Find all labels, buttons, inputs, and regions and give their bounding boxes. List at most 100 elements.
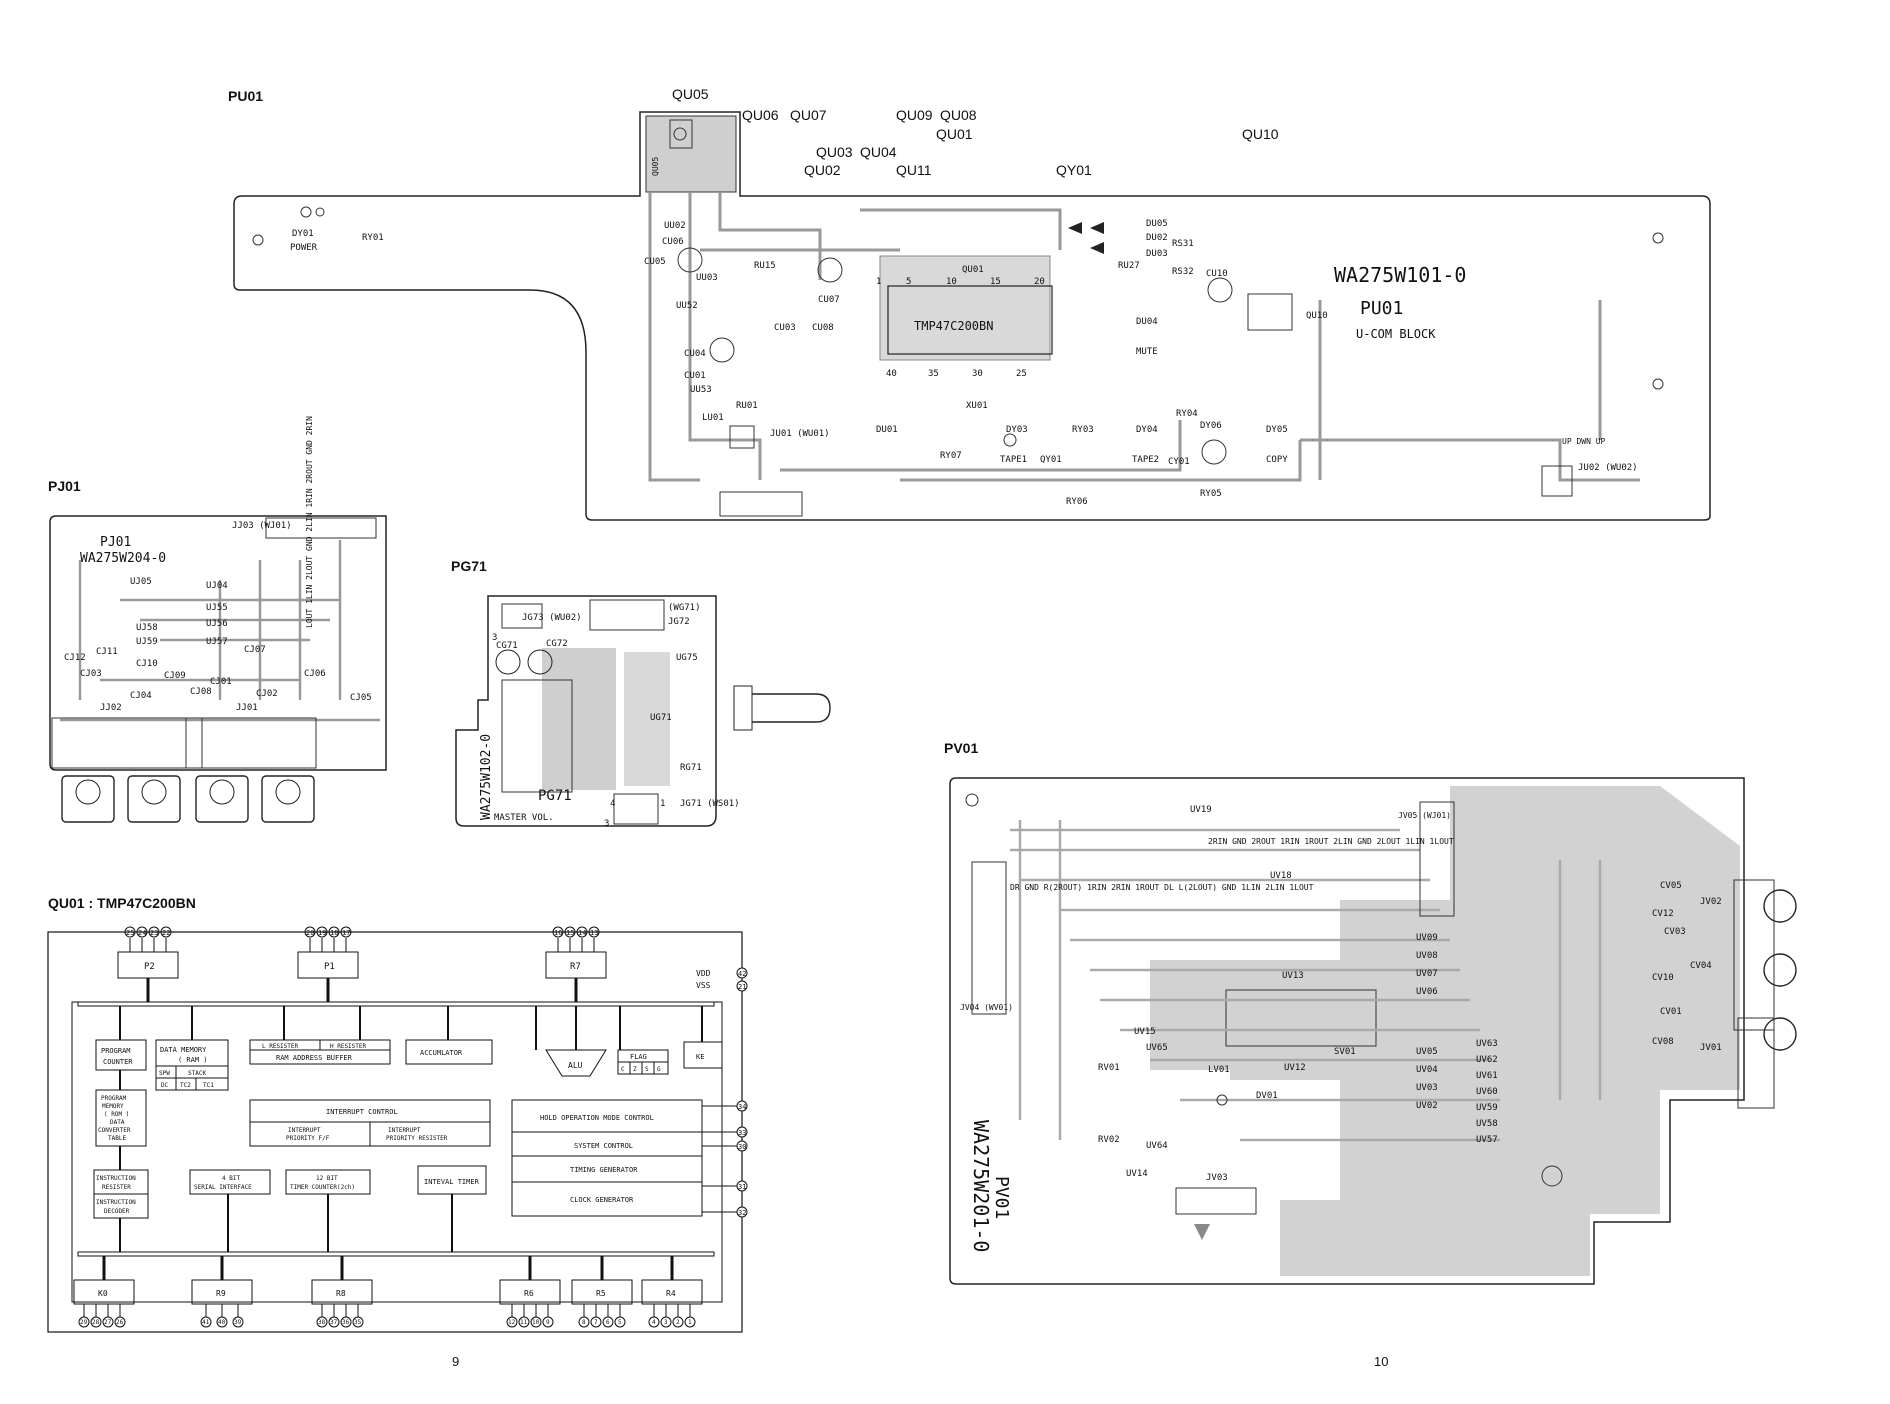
- pj01-uj57: UJ57: [206, 637, 228, 647]
- pu01-ic-label: TMP47C200BN: [914, 319, 993, 333]
- pin-r8-3: 35: [354, 1319, 362, 1326]
- pj01-uj58: UJ58: [136, 623, 158, 633]
- block-r5: R5: [596, 1289, 606, 1298]
- callout-qu06: QU06: [742, 107, 779, 123]
- pu01-du01: DU01: [876, 425, 898, 435]
- pg71-pin-3b: 3: [604, 819, 609, 829]
- pin-k0-2: 27: [104, 1319, 112, 1326]
- block-p2: P2: [144, 962, 155, 972]
- block-int-ff-1: INTERRUPT: [288, 1127, 321, 1134]
- pj01-cj05: CJ05: [350, 693, 372, 703]
- pu01-cu06: CU06: [662, 237, 684, 247]
- pv01-cv05: CV05: [1660, 881, 1682, 891]
- pin-r8-1: 37: [330, 1319, 338, 1326]
- pu01-ru01: RU01: [736, 401, 758, 411]
- block-data-memory-1: DATA MEMORY: [160, 1046, 207, 1054]
- pj01-cj03: CJ03: [80, 669, 102, 679]
- pu01-cu07: CU07: [818, 295, 840, 305]
- pu01-ry05: RY05: [1200, 489, 1222, 499]
- pu01-uu52: UU52: [676, 301, 698, 311]
- pu01-du02: DU02: [1146, 233, 1168, 243]
- pj01-cj11: CJ11: [96, 647, 118, 657]
- block-prog-mem-2: MEMORY: [102, 1103, 124, 1110]
- block-flag: FLAG: [630, 1053, 647, 1061]
- pv01-uv18: UV18: [1270, 871, 1292, 881]
- pu01-copy: COPY: [1266, 455, 1288, 465]
- pin-k0-0: 29: [80, 1319, 88, 1326]
- block-alu: ALU: [568, 1061, 583, 1070]
- pv01-pins-left: DR GND R(2ROUT) 1RIN 2RIN 1ROUT DL L(2LO…: [1010, 883, 1314, 892]
- pu01-power: POWER: [290, 243, 318, 253]
- block-prog-mem-1: PROGRAM: [101, 1095, 127, 1102]
- pin-r7-0: 16: [554, 929, 562, 937]
- pin-p2-1: 24: [138, 929, 146, 937]
- pin-right-1: 33: [738, 1129, 746, 1137]
- block-data-memory-2: ( RAM ): [178, 1056, 208, 1064]
- pin-p1-1: 19: [318, 929, 326, 937]
- block-r7: R7: [570, 962, 581, 972]
- block-timer-2: TIMER COUNTER(2ch): [290, 1184, 355, 1191]
- pin-p1-2: 18: [330, 929, 338, 937]
- pv01-jv04: JV04 (WV01): [960, 1003, 1013, 1012]
- callout-qu09: QU09: [896, 107, 933, 123]
- pv01-board: WA275W201-0 PV01 JV05 (WJ01) JV04 (WV01)…: [949, 777, 1797, 1285]
- pj01-jj01: JJ01: [236, 703, 258, 713]
- pu01-uu53: UU53: [690, 385, 712, 395]
- pg71-jg72: JG72: [668, 617, 690, 627]
- pv01-uv08: UV08: [1416, 951, 1438, 961]
- pin-r9-2: 39: [234, 1319, 242, 1326]
- block-int-ff-2: PRIORITY F/F: [286, 1135, 330, 1142]
- pu01-mute: MUTE: [1136, 347, 1158, 357]
- section-title-pv01: PV01: [944, 740, 979, 756]
- block-ram-buf: RAM ADDRESS BUFFER: [276, 1054, 353, 1062]
- pj01-part-no: WA275W204-0: [80, 551, 166, 566]
- pu01-board: QU05 TMP47C200BN 1 5 10 15 20 40 35 30 2…: [233, 111, 1711, 521]
- block-prog-mem-4: DATA: [110, 1119, 125, 1126]
- pv01-uv05: UV05: [1416, 1047, 1438, 1057]
- pv01-lv01: LV01: [1208, 1065, 1230, 1075]
- pv01-uv63: UV63: [1476, 1039, 1498, 1049]
- pv01-uv12: UV12: [1284, 1063, 1306, 1073]
- pin-p2-0: 25: [126, 929, 134, 937]
- section-title-pu01: PU01: [228, 88, 264, 104]
- pu01-dy03: DY03: [1006, 425, 1028, 435]
- pj01-cj12: CJ12: [64, 653, 86, 663]
- pj01-cj02: CJ02: [256, 689, 278, 699]
- pv01-uv03: UV03: [1416, 1083, 1438, 1093]
- pu01-ry03: RY03: [1072, 425, 1094, 435]
- callout-qu07: QU07: [790, 107, 827, 123]
- pu01-part-no: WA275W101-0: [1334, 263, 1466, 287]
- flag-g: G: [657, 1066, 661, 1073]
- pu01-updown: UP DWN UP: [1562, 437, 1606, 446]
- pv01-pins-top: 2RIN GND 2ROUT 1RIN 1ROUT 2LIN GND 2LOUT…: [1208, 837, 1454, 846]
- pv01-uv14: UV14: [1126, 1169, 1148, 1179]
- pu01-cu01: CU01: [684, 371, 706, 381]
- block-p1: P1: [324, 962, 335, 972]
- pu01-qy01: QY01: [1040, 455, 1062, 465]
- block-stack: STACK: [188, 1070, 206, 1077]
- pin-r5-2: 6: [606, 1319, 610, 1326]
- flag-c: C: [621, 1066, 625, 1073]
- pv01-jv02: JV02: [1700, 897, 1722, 907]
- pin-r6-3: 9: [546, 1319, 550, 1326]
- pu01-ry07: RY07: [940, 451, 962, 461]
- block-h-reg: H RESISTER: [330, 1043, 367, 1050]
- pv01-uv06: UV06: [1416, 987, 1438, 997]
- block-vss: VSS: [696, 981, 711, 990]
- pin-p2-2: 23: [150, 929, 158, 937]
- block-tc2: TC2: [180, 1082, 191, 1089]
- pin-right-3: 31: [738, 1183, 746, 1191]
- pu01-ru27: RU27: [1118, 261, 1140, 271]
- block-prog-counter-2: COUNTER: [103, 1058, 133, 1066]
- block-prog-mem-6: TABLE: [108, 1135, 126, 1142]
- pin-vdd: 42: [738, 970, 746, 978]
- pu01-cu03: CU03: [774, 323, 796, 333]
- pu01-dy01: DY01: [292, 229, 314, 239]
- pin-r9-1: 40: [218, 1319, 226, 1326]
- pv01-sv01: SV01: [1334, 1047, 1356, 1057]
- pin-p1-0: 20: [306, 929, 314, 937]
- pin-r5-0: 8: [582, 1319, 586, 1326]
- block-timing: TIMING GENERATOR: [570, 1166, 638, 1174]
- pv01-uv59: UV59: [1476, 1103, 1498, 1113]
- pv01-cv10: CV10: [1652, 973, 1674, 983]
